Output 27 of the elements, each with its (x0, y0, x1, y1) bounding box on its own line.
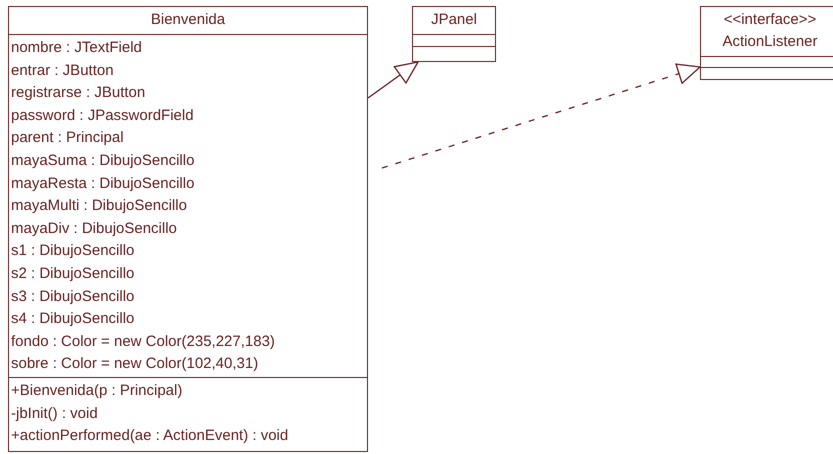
attribute-text: password : JPasswordField (11, 106, 195, 126)
class-box (8, 6, 368, 452)
attribute-text: s1 : DibujoSencillo (11, 241, 136, 262)
method-text: +Bienvenida(p : Principal) (11, 380, 184, 401)
attribute-text: parent : Principal (11, 128, 125, 148)
attribute-text: registrarse : JButton (11, 83, 146, 104)
attribute-text: s4 : DibujoSencillo (11, 309, 136, 330)
attribute-text: nombre : JTextField (11, 38, 143, 58)
method-text: -jbInit() : void (11, 404, 99, 424)
stereotype: <<interface>> (724, 10, 816, 30)
generalization-arrow (368, 61, 419, 99)
method-text: +actionPerformed(ae : ActionEvent) : void (11, 426, 290, 446)
attribute-text: mayaSuma : DibujoSencillo (11, 150, 196, 171)
attribute-text: mayaResta : DibujoSencillo (11, 174, 196, 194)
attribute-text: sobre : Color = new Color(102,40,31) (11, 354, 260, 374)
realization-arrow (382, 63, 701, 169)
attribute-text: mayaDiv : DibujoSencillo (11, 218, 178, 239)
class-name: JPanel (431, 10, 477, 30)
class-box (412, 6, 496, 62)
class-name: ActionListener (722, 32, 818, 52)
attribute-text: fondo : Color = new Color(235,227,183) (11, 332, 276, 352)
attribute-text: s2 : DibujoSencillo (11, 264, 136, 284)
class-box (700, 6, 833, 80)
class-name: Bienvenida (150, 10, 226, 30)
attribute-text: s3 : DibujoSencillo (11, 286, 136, 307)
attribute-text: entrar : JButton (11, 60, 115, 81)
attribute-text: mayaMulti : DibujoSencillo (11, 196, 188, 216)
